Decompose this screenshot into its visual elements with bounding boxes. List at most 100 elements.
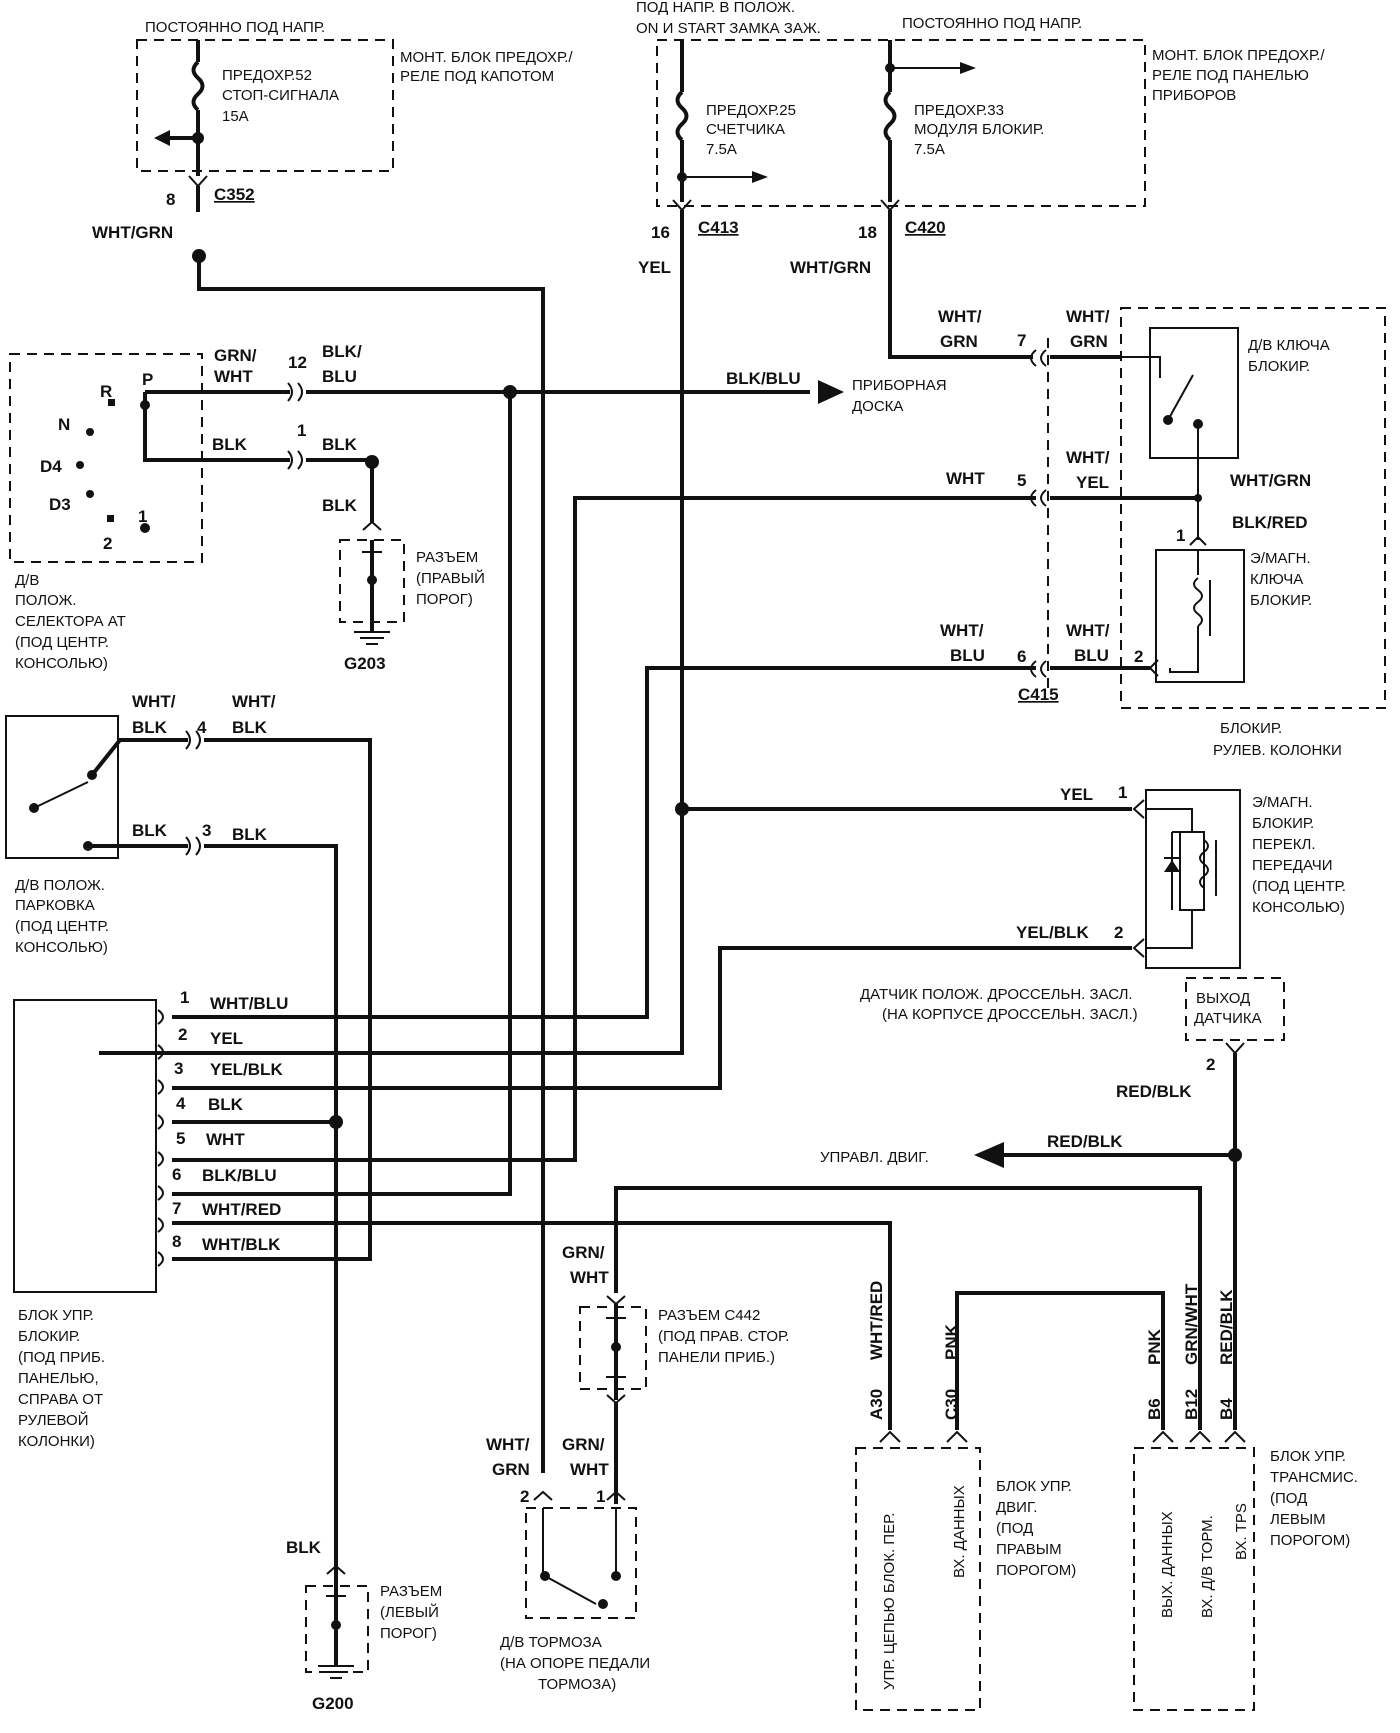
key-switch-in: [1121, 356, 1161, 378]
selector-pin12: 12: [288, 353, 307, 372]
selector-pos-2: 2: [103, 534, 112, 553]
tps-box-1: ВЫХОД: [1196, 990, 1250, 1007]
connector-icon: [185, 730, 201, 750]
splice-blk: [329, 1115, 343, 1129]
g203-name: G203: [344, 654, 386, 673]
shift-sol-label-6: КОНСОЛЬЮ): [1252, 899, 1345, 916]
c415-pin6: 6: [1017, 647, 1026, 666]
c415-6-ext-2: BLU: [950, 646, 985, 665]
c415-name: C415: [1018, 685, 1059, 704]
tcm-wire-b12: GRN/WHT: [1182, 1283, 1201, 1365]
c415-5-left-2: YEL: [1076, 473, 1109, 492]
wire-yel-main: [99, 210, 684, 1055]
fuse33-label-3: 7.5А: [914, 141, 945, 158]
wire-wht: [172, 496, 1036, 1162]
brake-switch-box: [525, 1507, 637, 1619]
shift-wire2: YEL/BLK: [1016, 923, 1089, 942]
tps-label-2: (НА КОРПУСЕ ДРОССЕЛЬН. ЗАСЛ.): [882, 1006, 1138, 1023]
lock-control-unit: [13, 999, 157, 1293]
shift-sol-label-5: (ПОД ЦЕНТР.: [1252, 878, 1346, 895]
const-power-right-label: ПОСТОЯННО ПОД НАПР.: [902, 15, 1082, 32]
ecm-label-1: БЛОК УПР.: [996, 1478, 1072, 1495]
arrow-right-icon: [960, 62, 976, 74]
selector-label-4: (ПОД ЦЕНТР.: [15, 634, 109, 651]
key-solenoid-label-2: КЛЮЧА: [1250, 571, 1303, 588]
fuse33-label-2: МОДУЛЯ БЛОКИР.: [914, 121, 1044, 138]
lock-pin-8: 8: [172, 1232, 181, 1251]
selector-contact-r: [108, 399, 115, 406]
ecm-inner-2: ВХ. ДАННЫХ: [951, 1485, 968, 1578]
shift-sol-label-3: ПЕРЕКЛ.: [1252, 836, 1316, 853]
g200-label-1: РАЗЪЕМ: [380, 1583, 442, 1600]
c415-6-ext-1: WHT/: [940, 621, 984, 640]
c352-name: C352: [214, 185, 255, 204]
lock-unit-label-2: БЛОКИР.: [18, 1328, 80, 1345]
selector-label-1: Д/В: [15, 572, 39, 589]
brake-label-1: Д/В ТОРМОЗА: [500, 1634, 602, 1651]
selector-wire1-in: BLK: [212, 435, 248, 454]
g203-wire: BLK: [322, 496, 358, 515]
fuse52-label-1: ПРЕДОХР.52: [222, 67, 312, 84]
c442-label-2: (ПОД ПРАВ. СТОР.: [658, 1328, 789, 1345]
shift-sol-bracket: [1179, 831, 1205, 911]
connector-icon: [1132, 799, 1145, 819]
g200-connector-icon: [326, 1564, 346, 1575]
c413-pin: 16: [651, 223, 670, 242]
brake-wire1-2: WHT: [570, 1460, 609, 1479]
g203-label-2: (ПРАВЫЙ: [416, 569, 485, 587]
c442-connector-box: [579, 1306, 647, 1390]
arrow-right-icon: [818, 380, 844, 404]
c415-pin5: 5: [1017, 471, 1026, 490]
g203-label-1: РАЗЪЕМ: [416, 549, 478, 566]
shift-sol-label-4: ПЕРЕДАЧИ: [1252, 857, 1333, 874]
key-switch-label-2: БЛОКИР.: [1248, 358, 1310, 375]
c442-label-1: РАЗЪЕМ C442: [658, 1307, 760, 1324]
lock-unit-label-4: ПАНЕЛЬЮ,: [18, 1370, 99, 1387]
tcm-box: [1133, 1447, 1255, 1711]
g200-name: G200: [312, 1694, 354, 1713]
park-label-1: Д/В ПОЛОЖ.: [15, 877, 105, 894]
selector-wire12-out-1: BLK/: [322, 342, 362, 361]
selector-wire-1: [143, 392, 290, 462]
selector-wire1-out: BLK: [322, 435, 358, 454]
selector-contact-d3: [86, 490, 94, 498]
selector-pos-r: R: [100, 382, 112, 401]
tcm-inner-1: ВЫХ. ДАННЫХ: [1159, 1511, 1176, 1618]
connector-icon: [1132, 938, 1145, 958]
fuse25-label-3: 7.5А: [706, 141, 737, 158]
underhood-box-label-2: РЕЛЕ ПОД КАПОТОМ: [400, 68, 554, 85]
c420-name: C420: [905, 218, 946, 237]
key-sol-bottom: [1169, 626, 1199, 673]
lock-pin-1-wire: WHT/BLU: [210, 994, 288, 1013]
c352-pin: 8: [166, 190, 175, 209]
shift-solenoid-box: [1145, 789, 1241, 969]
lock-pin-7: 7: [172, 1199, 181, 1218]
shift-sol-feed: [1146, 808, 1193, 832]
park-wire3-in: BLK: [132, 821, 168, 840]
c442-node: [611, 1342, 621, 1352]
connector-icon: [1189, 1430, 1211, 1443]
steering-lock-label-1: БЛОКИР.: [1220, 720, 1282, 737]
lock-pin-4-wire: BLK: [208, 1095, 244, 1114]
brake-label-2: (НА ОПОРЕ ПЕДАЛИ: [500, 1655, 650, 1672]
ign-power-label-1: ПОД НАПР. В ПОЛОЖ.: [636, 0, 795, 16]
wire-wht-grn-key: [888, 210, 1033, 359]
c352-wire: WHT/GRN: [92, 223, 173, 242]
tcm-label-1: БЛОК УПР.: [1270, 1448, 1346, 1465]
g203-label-3: ПОРОГ): [416, 591, 473, 608]
wire-brake-feed: [197, 256, 545, 1473]
c415-5-left-1: WHT/: [1066, 448, 1110, 467]
selector-wire12-out-2: BLU: [322, 367, 357, 386]
fuse52-icon: [191, 60, 205, 112]
park-wire3-out: BLK: [232, 825, 268, 844]
lock-unit-pins: 1 WHT/BLU 2 YEL 3 YEL/BLK 4 BLK 5 WHT 6 …: [172, 988, 288, 1254]
key-solenoid-label-3: БЛОКИР.: [1250, 592, 1312, 609]
underhood-box-label-1: МОНТ. БЛОК ПРЕДОХР./: [400, 49, 573, 66]
dash-fuse-box: [656, 39, 1146, 207]
tcm-pin-b4: B4: [1217, 1398, 1236, 1420]
brake-contact-b: [598, 1599, 608, 1609]
brake-label-3: ТОРМОЗА): [538, 1676, 616, 1693]
key-solenoid-wire: BLK/RED: [1232, 513, 1308, 532]
park-wire4-in-2: BLK: [132, 718, 168, 737]
